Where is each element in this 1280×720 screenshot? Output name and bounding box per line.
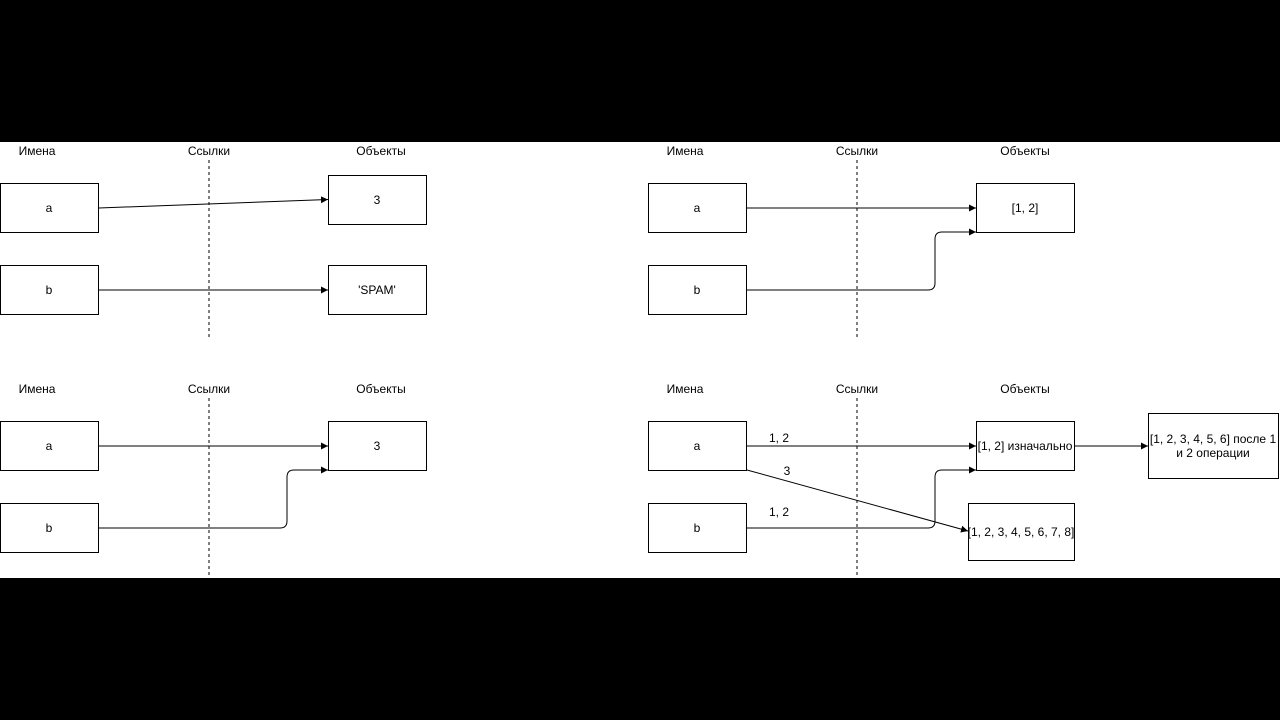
diagram-svg: Имена Ссылки Объекты a b 3 'SPAM' Имена … (0, 144, 1279, 578)
object-box-initial (976, 421, 1075, 471)
object-label-spam: 'SPAM' (358, 283, 396, 297)
object-box-spam (328, 265, 427, 315)
header-links: Ссылки (836, 144, 878, 158)
panel-top-right: Имена Ссылки Объекты a b [1, 2] (648, 144, 1075, 340)
object-label-3: 3 (374, 193, 381, 207)
name-label-b: b (694, 521, 701, 535)
object-box-list (976, 183, 1075, 233)
object-label-extended: [1, 2, 3, 4, 5, 6, 7, 8] (968, 525, 1075, 539)
object-box-3 (328, 175, 427, 225)
header-names: Имена (19, 144, 56, 158)
edge-label-a-extended: 3 (784, 464, 791, 478)
object-box-extended (968, 503, 1075, 561)
name-box-a (0, 421, 99, 471)
header-names: Имена (19, 382, 56, 396)
header-links: Ссылки (188, 382, 230, 396)
name-label-a: a (46, 439, 53, 453)
panel-bottom-right: Имена Ссылки Объекты a b [1, 2] изначаль… (648, 382, 1279, 578)
object-box-after-ops (1148, 413, 1279, 479)
name-label-b: b (46, 521, 53, 535)
name-box-a (648, 421, 747, 471)
header-objects: Объекты (356, 382, 406, 396)
reference-arrow-b (747, 466, 976, 529)
name-label-a: a (694, 201, 701, 215)
name-box-a (0, 183, 99, 233)
object-label-list: [1, 2] (1012, 201, 1039, 215)
object-label-3: 3 (374, 439, 381, 453)
object-label-after-ops-line2: и 2 операции (1176, 446, 1250, 460)
object-label-initial: [1, 2] изначально (978, 439, 1073, 453)
header-links: Ссылки (836, 382, 878, 396)
panel-top-left: Имена Ссылки Объекты a b 3 'SPAM' (0, 144, 427, 340)
name-box-b (0, 265, 99, 315)
name-label-b: b (694, 283, 701, 297)
header-links: Ссылки (188, 144, 230, 158)
reference-arrow-a-extended (746, 469, 969, 533)
panel-bottom-left: Имена Ссылки Объекты a b 3 (0, 382, 427, 578)
reference-arrow-a (98, 196, 329, 209)
reference-arrow-b (99, 466, 328, 529)
name-label-b: b (46, 283, 53, 297)
header-objects: Объекты (1000, 144, 1050, 158)
header-objects: Объекты (356, 144, 406, 158)
name-box-a (648, 183, 747, 233)
edge-label-a: 1, 2 (769, 431, 789, 445)
header-names: Имена (667, 382, 704, 396)
object-label-after-ops-line1: [1, 2, 3, 4, 5, 6] после 1 (1150, 432, 1277, 446)
header-objects: Объекты (1000, 382, 1050, 396)
name-label-a: a (694, 439, 701, 453)
diagram-canvas: Имена Ссылки Объекты a b 3 'SPAM' Имена … (0, 142, 1280, 578)
name-box-b (0, 503, 99, 553)
object-box-3 (328, 421, 427, 471)
name-box-b (648, 503, 747, 553)
reference-arrow-b (747, 228, 976, 291)
edge-label-b: 1, 2 (769, 505, 789, 519)
name-box-b (648, 265, 747, 315)
name-label-a: a (46, 201, 53, 215)
header-names: Имена (667, 144, 704, 158)
